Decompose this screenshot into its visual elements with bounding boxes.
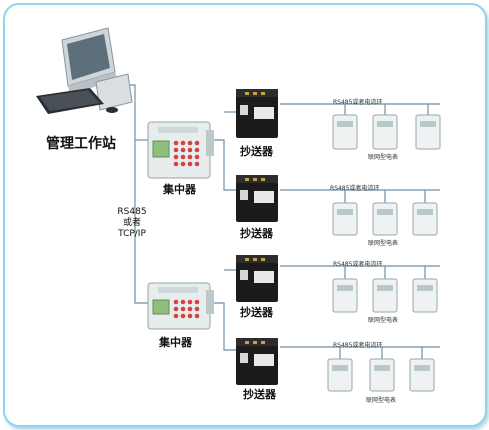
meter-icon [332, 114, 358, 150]
workstation-label: 管理工作站 [46, 136, 116, 152]
transmitter-icon [236, 255, 278, 302]
protocol-line-2: 或者 [122, 218, 141, 228]
concentrator-icon [147, 282, 214, 330]
meter-group-label-2: 联网型电表 [368, 240, 399, 247]
meter-icon [327, 358, 353, 392]
bus-label-1: RS485或者电流环 [333, 99, 383, 106]
meter-icon [369, 358, 395, 392]
meter-icon [372, 202, 398, 236]
meter-group-label-3: 联网型电表 [368, 317, 399, 324]
meter-icon [332, 202, 358, 236]
transmitter-label-4: 抄送器 [243, 388, 276, 401]
meter-icon [412, 278, 438, 313]
transmitter-icon [236, 175, 278, 222]
computer-icon [36, 27, 133, 114]
bus-label-4: RS485或者电流环 [333, 342, 383, 349]
bus-label-3: RS485或者电流环 [333, 261, 383, 268]
concentrator-icon [147, 121, 214, 179]
transmitter-icon [236, 338, 278, 385]
concentrator-label-2: 集中器 [159, 336, 192, 349]
transmitter-label-3: 抄送器 [240, 306, 273, 319]
protocol-line-1: RS485 [117, 207, 147, 217]
bus-label-2: RS485或者电流环 [330, 185, 380, 192]
meter-group-label-4: 联网型电表 [366, 397, 397, 404]
meter-icon [332, 278, 358, 313]
meter-displays [332, 121, 436, 371]
connection-lines [128, 84, 440, 359]
transmitter-label-2: 抄送器 [240, 227, 273, 240]
meter-icon [372, 114, 398, 150]
transmitter-icon [236, 89, 278, 138]
meter-icon [372, 278, 398, 313]
meter-icon [409, 358, 435, 392]
meter-group-label-1: 联网型电表 [368, 154, 399, 161]
protocol-label: RS485 或者 TCP/IP [110, 207, 154, 240]
meter-icon [415, 114, 441, 150]
concentrator-label-1: 集中器 [163, 183, 196, 196]
transmitter-label-1: 抄送器 [240, 145, 273, 158]
protocol-line-3: TCP/IP [118, 229, 146, 239]
meter-icon [412, 202, 438, 236]
